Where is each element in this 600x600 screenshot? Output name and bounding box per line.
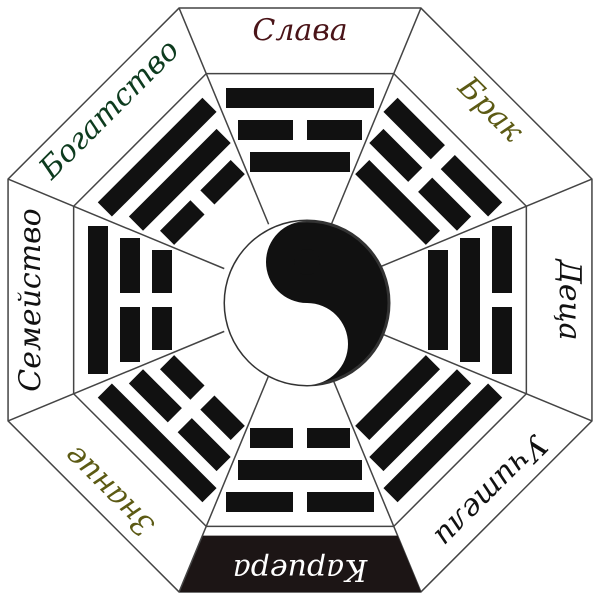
trigram-solid-line <box>355 355 441 441</box>
trigram-broken-line <box>418 177 472 231</box>
sector-ring-edge <box>393 393 527 527</box>
sector-divider <box>375 330 593 422</box>
trigram-broken-line <box>152 307 172 350</box>
trigram-top-right <box>355 97 503 245</box>
trigram-solid-line <box>128 128 231 231</box>
trigram-broken-line <box>152 250 172 293</box>
sector-divider <box>330 375 422 593</box>
trigram-solid-line <box>226 88 374 108</box>
trigram-broken-line <box>307 120 362 140</box>
sector-label-top: Слава <box>252 13 347 48</box>
trigram-bottom-right <box>355 355 503 503</box>
trigram-broken-line <box>120 238 140 293</box>
trigram-broken-line <box>383 97 445 160</box>
trigram-right <box>428 226 512 374</box>
trigram-left <box>88 226 172 374</box>
sector-ring-edge <box>73 393 207 527</box>
trigram-broken-line <box>177 418 231 472</box>
trigram-solid-line <box>88 226 108 374</box>
sector-label-bottom: Кариера <box>233 552 368 587</box>
sector-ring-edge <box>73 73 207 207</box>
trigram-broken-line <box>226 492 293 512</box>
trigram-top-left <box>97 97 245 245</box>
yin-yang-dark-dot <box>294 331 320 357</box>
trigram-bottom-left <box>97 355 245 503</box>
trigram-broken-line <box>159 355 205 400</box>
trigram-broken-line <box>159 200 205 245</box>
trigrams-layer <box>88 88 512 512</box>
trigram-bottom <box>226 428 374 512</box>
sector-divider <box>375 178 593 270</box>
trigram-solid-line <box>250 152 350 172</box>
trigram-broken-line <box>200 395 245 441</box>
sector-label-right: Деца <box>552 258 587 341</box>
trigram-broken-line <box>128 369 182 423</box>
trigram-solid-line <box>97 383 217 503</box>
sector-ring-edge <box>393 73 527 207</box>
sector-divider <box>7 178 225 270</box>
trigram-solid-line <box>460 238 480 362</box>
yin-yang-light-dot <box>294 249 320 275</box>
trigram-solid-line <box>383 383 503 503</box>
trigram-broken-line <box>250 428 293 448</box>
sector-bottom-highlight <box>179 535 421 592</box>
trigram-broken-line <box>369 128 423 182</box>
sector-divider <box>330 7 422 225</box>
trigram-broken-line <box>440 155 503 217</box>
trigram-broken-line <box>120 307 140 362</box>
trigram-broken-line <box>238 120 293 140</box>
trigram-broken-line <box>492 307 512 374</box>
trigram-solid-line <box>355 159 441 245</box>
trigram-broken-line <box>200 159 245 205</box>
trigram-broken-line <box>307 428 350 448</box>
sector-divider <box>178 7 270 225</box>
trigram-solid-line <box>97 97 217 217</box>
sector-divider <box>7 330 225 422</box>
sector-label-left: Семейство <box>13 208 48 391</box>
trigram-solid-line <box>428 250 448 350</box>
trigram-solid-line <box>369 369 472 472</box>
trigram-broken-line <box>492 226 512 293</box>
trigram-solid-line <box>238 460 362 480</box>
yin-yang-symbol <box>223 219 391 387</box>
trigram-top <box>226 88 374 172</box>
sector-divider <box>178 375 270 593</box>
trigram-broken-line <box>307 492 374 512</box>
